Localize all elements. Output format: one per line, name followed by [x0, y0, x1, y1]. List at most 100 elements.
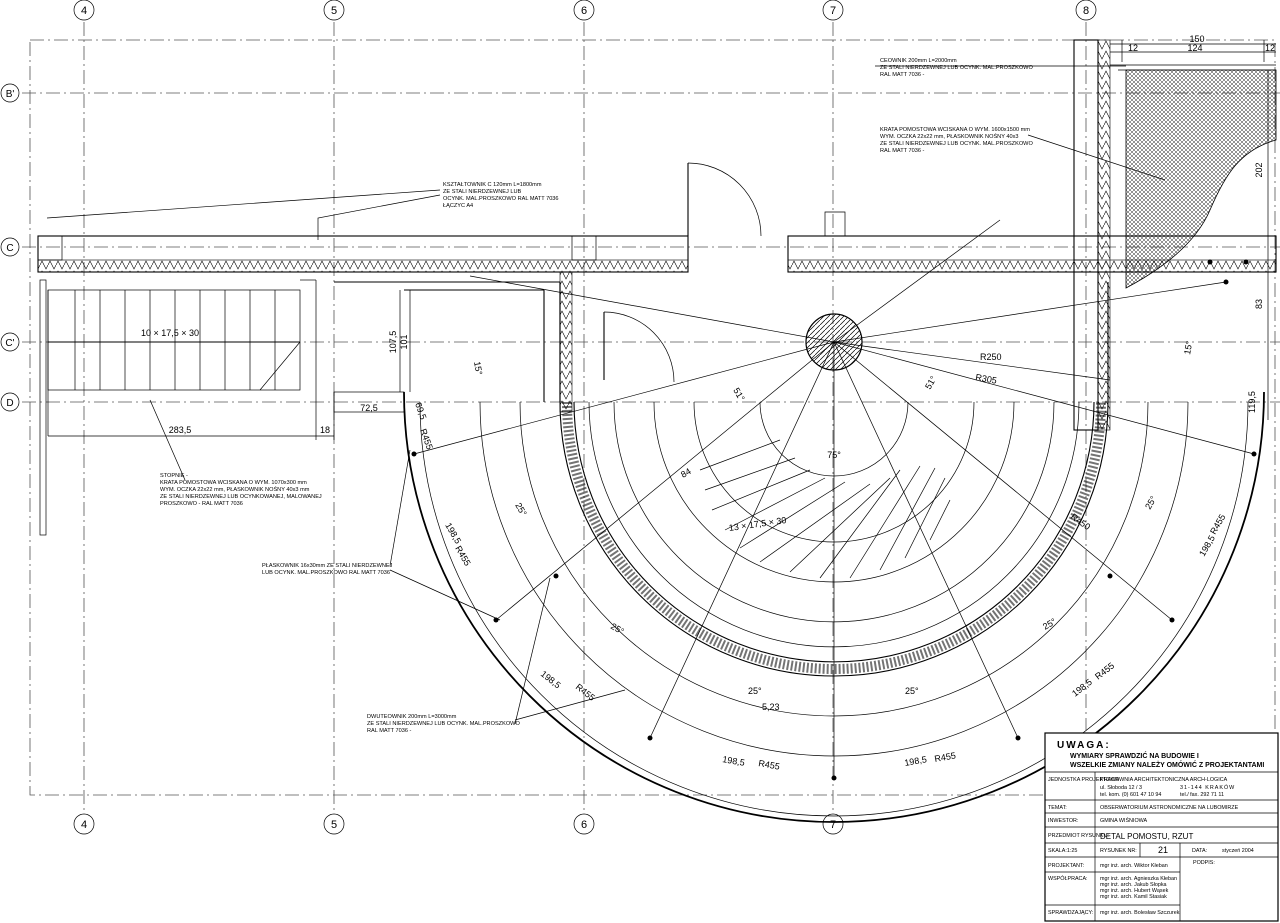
r455-4: R455: [758, 758, 781, 772]
note-channel-line3: RAL MATT 7036 -: [880, 72, 924, 78]
angle-51-left: 51°: [731, 386, 747, 403]
grid-rows: [22, 92, 1280, 403]
note-steps-line2: KRATA POMOSTOWA WCISKANA O WYM. 1070x300…: [160, 480, 307, 486]
note-i-beam-line2: ZE STALI NIERDZEWNEJ LUB OCYNK. MAL.PROS…: [367, 721, 520, 727]
angle-25-e: 25°: [1041, 616, 1058, 632]
note-grating-line3: ZE STALI NIERDZEWNEJ LUB OCYNK. MAL.PROS…: [880, 141, 1033, 147]
grid-bubbles-top: 4 5 6 7 8: [73, 0, 1097, 21]
note-channel-line1: CEOWNIK 200mm L=2000mm: [880, 58, 957, 64]
grid-label-6-top: 6: [581, 5, 587, 17]
angle-25-b: 25°: [609, 621, 626, 637]
cooperation-1: mgr inż. arch. Agnieszka Kłeban: [1100, 876, 1177, 882]
date-value: styczeń 2004: [1222, 848, 1254, 854]
seg-3: 198,5: [722, 754, 746, 768]
checker-value: mgr inż. arch. Bolesław Szczurek: [1100, 910, 1180, 916]
grid-label-b-prime: B': [6, 89, 15, 100]
note-flat-bar: PŁASKOWNIK 16x30mm ZE STALI NIERDZEWNEJ …: [262, 563, 393, 576]
designer-value: mgr inż. arch. Wiktor Kłeban: [1100, 863, 1168, 869]
stair-label: 10 × 17,5 × 30: [141, 328, 199, 338]
note-grating-line2: WYM. OCZKA 22x22 mm, PŁASKOWNIK NOŚNY 40…: [880, 132, 1019, 140]
note-i-beam: DWUTEOWNIK 200mm L=3000mm ZE STALI NIERD…: [367, 714, 520, 734]
dim-101: 101: [399, 334, 409, 349]
note-i-beam-line1: DWUTEOWNIK 200mm L=3000mm: [367, 714, 457, 720]
dim-283-5: 283,5: [169, 425, 192, 435]
r455-2: R455: [453, 544, 472, 568]
inwestor-label: INWESTOR:: [1048, 818, 1078, 824]
angle-25-d: 25°: [905, 686, 919, 696]
note-grating-line4: RAL MATT 7036 -: [880, 148, 924, 154]
note-flat-bar-line1: PŁASKOWNIK 16x30mm ZE STALI NIERDZEWNEJ: [262, 563, 393, 569]
unit-address: ul. Słoboda 12 / 3: [1100, 785, 1142, 791]
dim-84: 84: [679, 466, 693, 480]
seg-6: 198,5: [1197, 533, 1217, 558]
grid-label-8-top: 8: [1083, 5, 1089, 17]
date-label: DATA:: [1192, 848, 1207, 854]
note-steps-line5: PROSZKOWO - RAL MATT 7036: [160, 501, 243, 507]
title-block: UWAGA: WYMIARY SPRAWDZIĆ NA BUDOWIE I WS…: [1044, 732, 1279, 922]
angle-15-right: 15°: [1182, 340, 1194, 356]
seg-5: 198,5: [1070, 677, 1094, 699]
grid-label-c-prime: C': [5, 338, 14, 349]
note-steps-line3: WYM. OCZKA 22x22 mm, PŁASKOWNIK NOŚNY 40…: [160, 485, 310, 493]
angle-75: 75°: [827, 450, 841, 460]
scale-value: SKALA:1:25: [1048, 848, 1077, 854]
unit-city: 31-144 KRAKÓW: [1180, 784, 1235, 791]
center-column: [805, 313, 863, 371]
drawing-no-label: RYSUNEK NR:: [1100, 848, 1137, 854]
door-swing: [603, 162, 846, 383]
signature-label: PODPIS:: [1193, 860, 1215, 866]
cooperation-3: mgr inż. arch. Hubert Wąsek: [1100, 888, 1169, 894]
r455-6: R455: [1093, 660, 1116, 681]
cooperation-label: WSPÓŁPRACA:: [1048, 875, 1088, 882]
spiral-treads: 13 × 17,5 × 30: [699, 439, 951, 579]
note-grating: KRATA POMOSTOWA WCISKANA O WYM. 1600x150…: [880, 127, 1033, 154]
unit-name: PRACOWNIA ARCHITEKTONICZNA ARCH-LOGICA: [1100, 777, 1228, 783]
angle-25-c: 25°: [748, 686, 762, 696]
grid-label-7-top: 7: [830, 5, 836, 17]
level-5-23: 5,23: [762, 702, 780, 712]
r455-7: R455: [1208, 512, 1227, 536]
grid-label-4-top: 4: [81, 5, 87, 17]
dim-69-5: 69,5: [413, 401, 428, 421]
temat-value: OBSERWATORIUM ASTRONOMICZNE NA LUBOMIRZE: [1100, 805, 1239, 811]
dim-150: 150: [1189, 34, 1204, 44]
dim-18: 18: [320, 425, 330, 435]
grid-label-4-bottom: 4: [81, 819, 87, 831]
grid-bubbles-bottom: 4 5 6 7: [73, 813, 844, 835]
note-channel: CEOWNIK 200mm L=2000mm ZE STALI NIERDZEW…: [880, 58, 1033, 78]
grid-label-c: C: [6, 243, 13, 254]
grid-label-7-bottom: 7: [830, 819, 836, 831]
note-c-section-line1: KSZTAŁTOWNIK C 120mm L=1800mm: [443, 182, 542, 188]
temat-label: TEMAT:: [1048, 805, 1067, 811]
dim-12-left: 12: [1128, 43, 1138, 53]
ring-posts: [411, 259, 1257, 781]
unit-tel: tel. kom. (0) 601 47 10 94: [1100, 792, 1161, 798]
grid-label-5-bottom: 5: [331, 819, 337, 831]
note-channel-line2: ZE STALI NIERDZEWNEJ LUB OCYNK. MAL.PROS…: [880, 65, 1033, 71]
warning-line2: WSZELKIE ZMIANY NALEŻY OMÓWIĆ Z PROJEKTA…: [1070, 760, 1264, 769]
cooperation-4: mgr inż. arch. Kamil Stasiak: [1100, 894, 1167, 900]
grating-area: [1125, 69, 1277, 289]
note-c-section-line2: ZE STALI NIERDZEWNEJ LUB: [443, 189, 521, 195]
checker-label: SPRAWDZAJĄCY:: [1048, 910, 1093, 916]
drawing-frame: [29, 39, 1276, 796]
note-c-section-line3: OCYNK. MAL.PROSZKOWO RAL MATT 7036: [443, 196, 559, 202]
seg-2: 198,5: [539, 669, 563, 691]
r455-1: R455: [418, 427, 435, 451]
cooperation-2: mgr inż. arch. Jakub Słopka: [1100, 882, 1167, 888]
dim-72-5: 72,5: [360, 403, 378, 413]
dim-107-5: 107,5: [388, 331, 398, 354]
designer-label: PROJEKTANT:: [1048, 863, 1084, 869]
note-i-beam-line3: RAL MATT 7036 -: [367, 728, 411, 734]
note-grating-line1: KRATA POMOSTOWA WCISKANA O WYM. 1600x150…: [880, 127, 1030, 133]
dim-119-5: 119,5: [1247, 391, 1257, 413]
drawing-no-value: 21: [1158, 845, 1168, 855]
note-steps-line1: STOPNIE -: [160, 473, 188, 479]
seg-4: 198,5: [904, 754, 928, 768]
uwaga-label: UWAGA:: [1057, 740, 1111, 751]
note-steps-line4: ZE STALI NIERDZEWNEJ LUB OCYNKOWANEJ, MA…: [160, 494, 322, 500]
note-steps: STOPNIE - KRATA POMOSTOWA WCISKANA O WYM…: [160, 473, 322, 507]
warning-line1: WYMIARY SPRAWDZIĆ NA BUDOWIE I: [1070, 751, 1199, 760]
r450: R450: [1069, 511, 1092, 532]
